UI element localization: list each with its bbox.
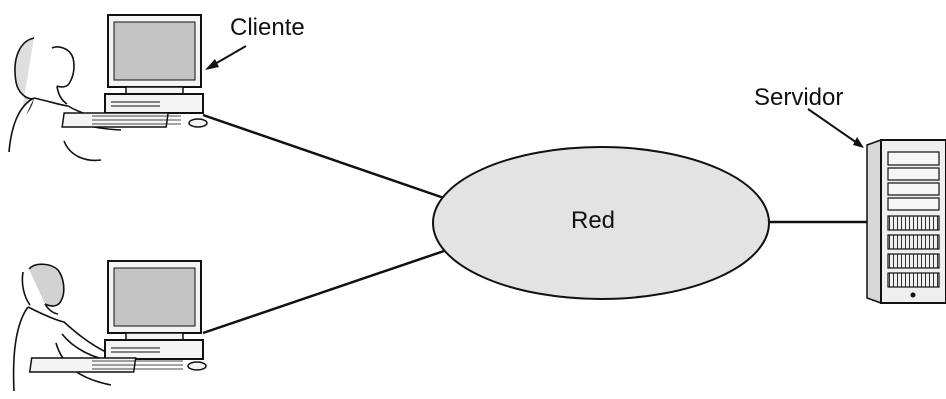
bottom-computer: [28, 260, 207, 373]
network-ellipse: [432, 146, 770, 300]
callout-arrows: [205, 45, 864, 148]
computer-user-woman-icon: [8, 14, 208, 162]
server-tower-icon: [866, 138, 946, 305]
top-cpu-box: [104, 93, 204, 114]
bottom-monitor-stand: [125, 332, 184, 341]
top-monitor-stand: [125, 86, 184, 95]
top-mouse: [188, 118, 208, 128]
bottom-cpu-box: [104, 339, 204, 360]
computer-user-man-icon: [12, 260, 207, 392]
bottom-screen: [113, 267, 196, 327]
server-power-icon: [910, 292, 916, 298]
server-callout-arrow: [807, 108, 861, 146]
server-label: Servidor: [754, 84, 844, 111]
bottom-keyboard-keys: [92, 360, 183, 370]
server-arrowhead-icon: [853, 137, 864, 148]
client-arrowhead-icon: [205, 59, 219, 70]
link-top-client-to-network: [202, 113, 445, 200]
top-keyboard-keys: [92, 115, 181, 125]
bottom-mouse: [187, 361, 207, 371]
top-computer: [61, 14, 208, 128]
link-bottom-client-to-network: [202, 249, 445, 335]
server-side: [866, 138, 882, 305]
network-label: Red: [571, 207, 616, 234]
network-links: [202, 113, 867, 335]
client-label: Cliente: [230, 14, 305, 41]
top-screen: [113, 21, 196, 81]
